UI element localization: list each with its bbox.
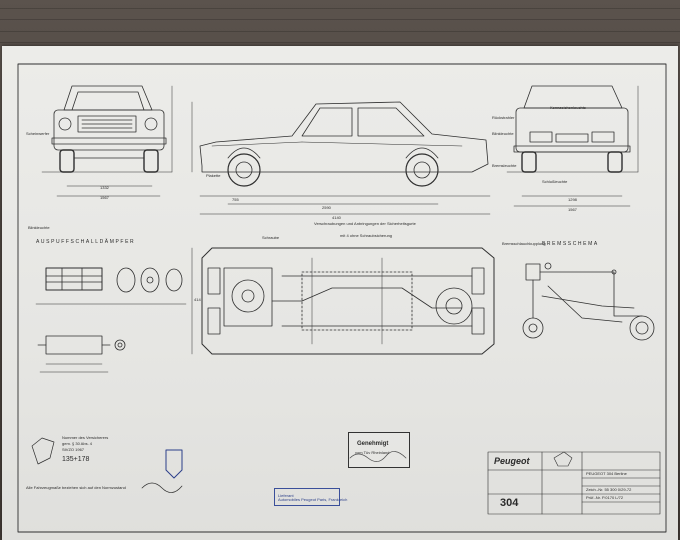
brand-logo: Peugeot xyxy=(494,456,530,466)
side-view-car xyxy=(191,101,491,215)
blueprint-drawing xyxy=(17,63,667,533)
front-view-dim: 1567 xyxy=(100,195,109,200)
wood-grain xyxy=(0,42,680,43)
rear-view-label: Schlußleuchte xyxy=(542,179,568,184)
rear-view-label: Kennzeichenleuchte xyxy=(550,105,587,110)
rear-view-dim: 1567 xyxy=(568,207,577,212)
signature-left xyxy=(141,482,183,493)
peugeot-lion-emblem xyxy=(31,437,55,465)
drawing-number: Zeich.-Nr. 55 300 0/29-72 xyxy=(586,487,632,492)
sheet-border xyxy=(17,63,667,533)
exhaust-drawing xyxy=(35,267,187,373)
side-view-dim: 2590 xyxy=(322,205,331,210)
approval-stamp: Genehmigt vom Tüv Rheinland xyxy=(348,432,410,468)
title-line: PEUGEOT 304 Berline xyxy=(586,471,627,476)
signature-right xyxy=(349,451,407,462)
insurer-note: StVZO 1967 xyxy=(62,447,85,452)
rear-view-label: Blinkleuchte xyxy=(492,131,514,136)
rear-view-car xyxy=(506,85,639,207)
blue-lion-stamp xyxy=(165,449,183,479)
side-view-label-mid: Verschraubungen und Anbringungen der Sic… xyxy=(314,221,416,226)
title-block-frame xyxy=(487,451,661,515)
front-view-car xyxy=(41,85,173,197)
underbody-dim: 414 xyxy=(194,297,201,302)
underbody-label: Schraube xyxy=(262,235,280,240)
footnote: Alle Fahrzeugmaße beziehen sich auf den … xyxy=(26,485,126,490)
wood-grain xyxy=(0,8,680,9)
underbody-drawing xyxy=(191,247,495,355)
side-view-dim: 755 xyxy=(232,197,239,202)
front-view-dim: 1332 xyxy=(100,185,109,190)
approval-stamp-title: Genehmigt xyxy=(357,441,389,447)
front-view-label-top: Scheinwerfer xyxy=(26,131,50,136)
title-block-emblem xyxy=(553,451,573,467)
test-number: Prüf.-Nr. P.0170 L/72 xyxy=(586,495,624,500)
blue-ink-stamp: Lieferant Automobiles Peugeot Paris, Fra… xyxy=(274,488,347,506)
approval-stamp-sub: vom Tüv Rheinland xyxy=(355,450,390,455)
insurer-note: gem. § 30 Abs. 4 xyxy=(62,441,93,446)
underbody-label: mit 4 ohne Schraubsicherung xyxy=(340,233,393,238)
front-view-label-bottom: Blinkleuchte xyxy=(28,225,50,230)
exhaust-section-header: AUSPUFFSCHALLDÄMPFER xyxy=(36,239,136,245)
rear-view-dim: 1298 xyxy=(568,197,577,202)
blue-stamp-text: Lieferant Automobiles Peugeot Paris, Fra… xyxy=(278,493,348,502)
insurer-note: Nummer des Versicherers xyxy=(62,435,109,440)
handwritten-number: 135+178 xyxy=(62,456,90,463)
brake-section-header: BREMSSCHEMA xyxy=(542,241,599,247)
rear-view-label: Rückstrahler xyxy=(492,115,515,120)
rear-view-label: Bremsleuchte xyxy=(492,163,517,168)
wood-grain xyxy=(0,31,680,32)
side-view-dim: 4140 xyxy=(332,215,341,220)
brake-scheme-drawing xyxy=(522,262,655,341)
side-view-label-left: Plakette xyxy=(206,173,221,178)
wood-grain xyxy=(0,19,680,20)
underbody-label: Bremsschlauchkupplung xyxy=(502,241,546,246)
blueprint-sheet: Scheinwerfer 1332 1567 Blinkleuchte 755 … xyxy=(2,46,678,540)
model-number: 304 xyxy=(500,497,519,509)
